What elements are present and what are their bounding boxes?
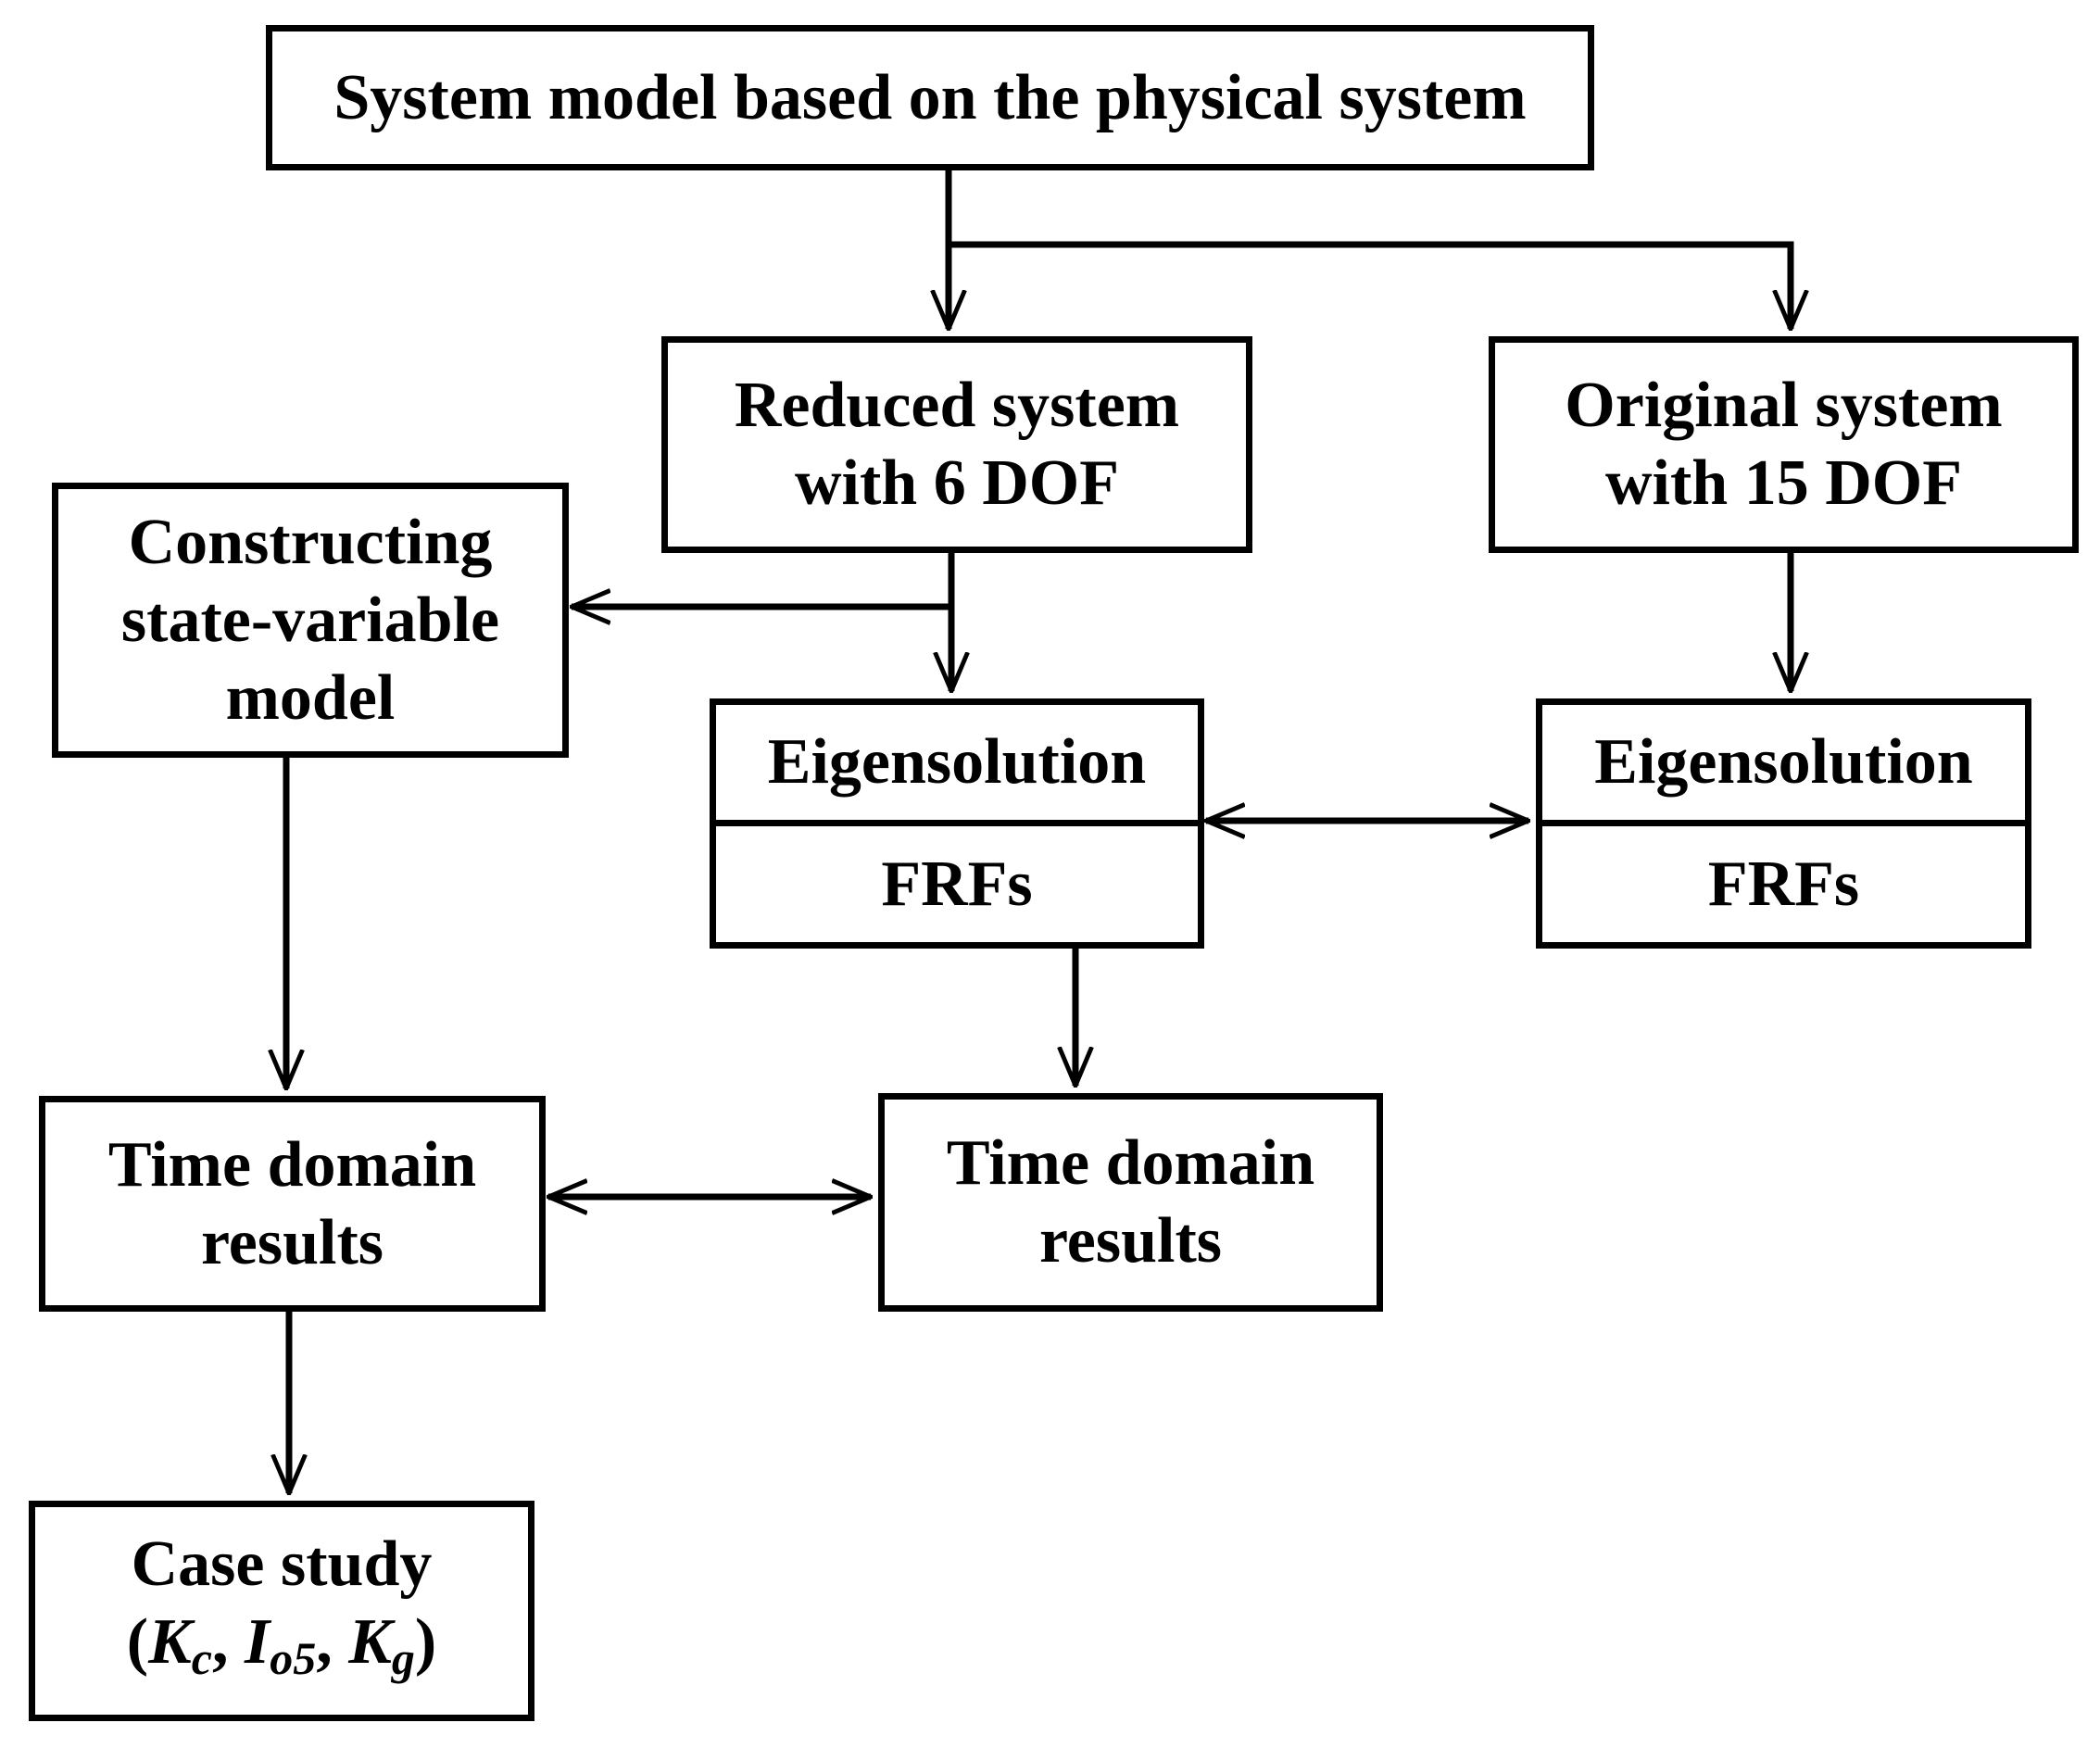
case-study-params: (Kc, Io5, Kg): [126, 1605, 437, 1684]
case-study-box: Case study (Kc, Io5, Kg): [29, 1501, 534, 1721]
original-results-box: Eigensolution FRFs: [1536, 698, 2031, 949]
reduced-frfs-cell: FRFs: [716, 826, 1198, 942]
param-i-o5: Io5: [244, 1605, 317, 1684]
param-k-c: Kc: [148, 1605, 212, 1684]
time-domain-left-box: Time domain results: [39, 1096, 546, 1312]
time-domain-right-box: Time domain results: [878, 1093, 1383, 1312]
system-model-box: System model based on the physical syste…: [266, 25, 1594, 170]
reduced-eigensolution-cell: Eigensolution: [716, 705, 1198, 826]
original-frfs-cell: FRFs: [1542, 826, 2025, 942]
original-frfs-label: FRFs: [1707, 848, 1860, 920]
original-system-line-2: with 15 DOF: [1605, 447, 1962, 519]
reduced-system-box: Reduced system with 6 DOF: [661, 336, 1252, 553]
original-eigensolution-cell: Eigensolution: [1542, 705, 2025, 826]
original-system-box: Original system with 15 DOF: [1489, 336, 2079, 553]
case-study-line-1: Case study: [131, 1528, 433, 1600]
constructing-line-3: model: [225, 661, 396, 734]
system-model-label: System model based on the physical syste…: [333, 61, 1527, 133]
time-left-line-1: Time domain: [107, 1128, 477, 1201]
constructing-line-1: Constructing: [128, 506, 493, 578]
reduced-frfs-label: FRFs: [881, 848, 1033, 920]
reduced-results-box: Eigensolution FRFs: [710, 698, 1204, 949]
constructing-line-2: state-variable: [120, 584, 500, 656]
reduced-system-line-2: with 6 DOF: [795, 447, 1119, 519]
time-right-line-1: Time domain: [946, 1127, 1315, 1199]
time-right-line-2: results: [1038, 1205, 1223, 1276]
original-eigensolution-label: Eigensolution: [1594, 726, 1973, 798]
original-system-line-1: Original system: [1565, 370, 2003, 441]
constructing-model-box: Constructing state-variable model: [52, 483, 569, 758]
param-k-g: Kg: [348, 1605, 415, 1684]
edge-system-to-original: [949, 241, 1791, 329]
reduced-eigensolution-label: Eigensolution: [767, 726, 1147, 798]
time-left-line-2: results: [200, 1206, 384, 1278]
reduced-system-line-1: Reduced system: [734, 370, 1180, 441]
